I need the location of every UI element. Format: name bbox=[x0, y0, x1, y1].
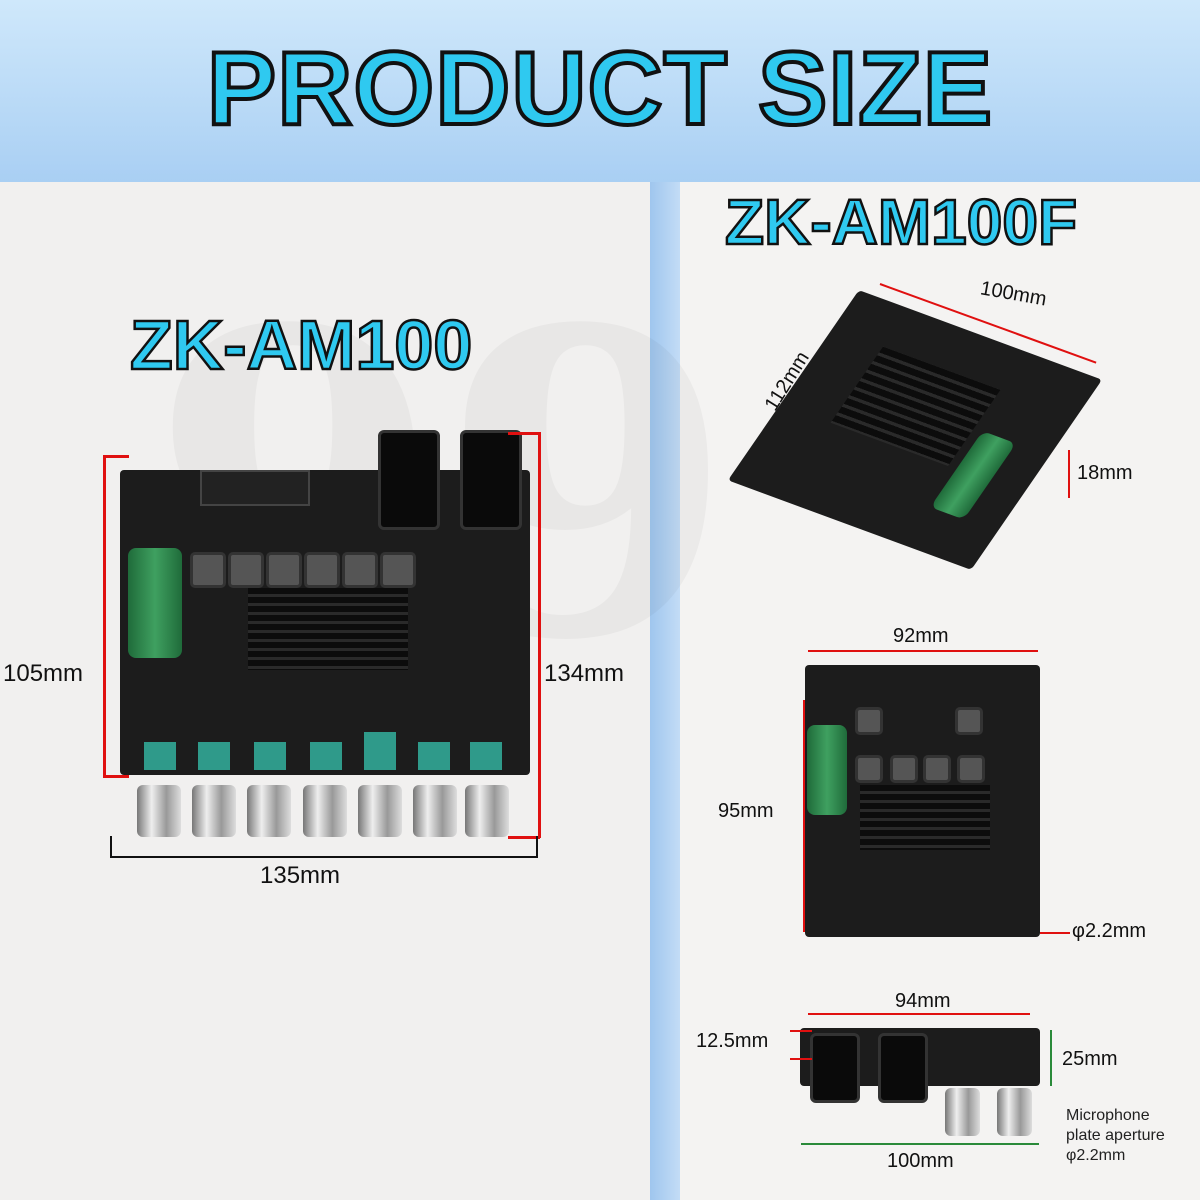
front-height: 95mm bbox=[718, 800, 774, 822]
board-side-view bbox=[800, 1028, 1040, 1103]
model-zk-am100: ZK-AM100 bbox=[129, 305, 474, 386]
divider bbox=[650, 182, 680, 1200]
board-zk-am100 bbox=[120, 430, 530, 775]
top-height: 18mm bbox=[1077, 462, 1133, 484]
board-front-view bbox=[805, 665, 1040, 937]
page-title: PRODUCT SIZE bbox=[205, 29, 994, 149]
front-width: 92mm bbox=[893, 625, 949, 647]
note-line: φ2.2mm bbox=[1066, 1147, 1126, 1164]
side-width-bottom: 100mm bbox=[887, 1150, 954, 1172]
dim-height-jacks: 134mm bbox=[544, 660, 625, 687]
aperture-note: Microphone plate aperture φ2.2mm bbox=[1066, 1106, 1165, 1166]
banner bbox=[0, 0, 1200, 182]
side-height: 25mm bbox=[1062, 1048, 1118, 1070]
side-width-top: 94mm bbox=[895, 990, 951, 1012]
model-zk-am100f: ZK-AM100F bbox=[724, 185, 1079, 260]
front-hole: φ2.2mm bbox=[1072, 920, 1147, 942]
side-jack-height: 12.5mm bbox=[696, 1030, 769, 1052]
note-line: plate aperture bbox=[1066, 1127, 1165, 1144]
dim-width: 135mm bbox=[260, 862, 341, 889]
dim-height: 105mm bbox=[3, 660, 84, 687]
note-line: Microphone bbox=[1066, 1107, 1150, 1124]
